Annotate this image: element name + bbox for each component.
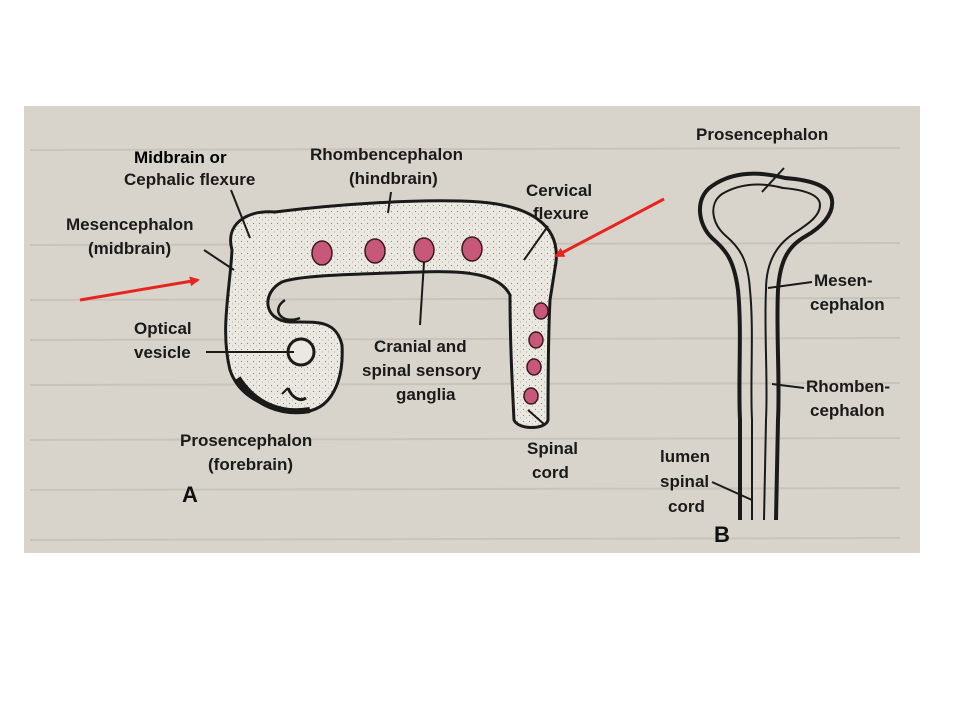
scan-background	[24, 106, 920, 553]
label-spinal-sensory: spinal sensory	[362, 361, 482, 380]
cranial-ganglia	[311, 236, 483, 266]
ganglion	[311, 240, 333, 266]
panel-a-drawing	[203, 189, 558, 429]
ganglion	[533, 302, 549, 320]
label-vesicle: vesicle	[134, 343, 191, 362]
panel-b-leader-lines	[711, 167, 813, 501]
label-optical: Optical	[134, 319, 192, 338]
label-mesencephalon: Mesencephalon	[66, 215, 194, 234]
label-cervical: Cervical	[526, 181, 592, 200]
label-ganglia: ganglia	[396, 385, 456, 404]
label-flexure: flexure	[533, 204, 589, 223]
label-lumen-cord: cord	[668, 497, 705, 516]
panel-letter-a: A	[182, 482, 198, 507]
label-cephalic-flexure: Cephalic flexure	[124, 170, 255, 189]
label-mesen: Mesen-	[814, 271, 873, 290]
label-prosencephalon-a: Prosencephalon	[180, 431, 312, 450]
label-rhombencephalon: Rhombencephalon	[310, 145, 463, 164]
ganglion	[526, 358, 542, 376]
label-hindbrain: (hindbrain)	[349, 169, 438, 188]
ganglion	[413, 237, 435, 263]
label-lumen-spinal: spinal	[660, 472, 709, 491]
panel-a-leader-lines	[203, 189, 549, 426]
label-mesen-cephalon: cephalon	[810, 295, 885, 314]
neural-tube-inner	[712, 183, 822, 521]
label-lumen: lumen	[660, 447, 710, 466]
panel-b-labels: Prosencephalon Mesen- cephalon Rhomben- …	[660, 125, 890, 547]
optic-loop	[277, 298, 301, 321]
spinal-ganglia	[523, 302, 549, 405]
neural-tube-outer	[697, 171, 835, 521]
panel-letter-b: B	[714, 522, 730, 547]
label-midbrain: (midbrain)	[88, 239, 171, 258]
ganglion	[528, 331, 544, 349]
red-arrow-right	[554, 197, 665, 258]
ganglion	[523, 387, 539, 405]
label-cord: cord	[532, 463, 569, 482]
overlay-midbrain-label: Midbrain or	[134, 148, 227, 167]
label-spinal: Spinal	[527, 439, 578, 458]
panel-b-drawing	[697, 167, 835, 521]
label-forebrain: (forebrain)	[208, 455, 293, 474]
label-rhomben-cephalon: cephalon	[810, 401, 885, 420]
label-prosencephalon-b: Prosencephalon	[696, 125, 828, 144]
ganglion	[461, 236, 483, 262]
label-rhomben: Rhomben-	[806, 377, 890, 396]
ganglion	[364, 238, 386, 264]
red-arrow-left	[79, 276, 200, 302]
forebrain-edge	[235, 376, 311, 415]
label-cranial: Cranial and	[374, 337, 467, 356]
panel-a-labels: Cephalic flexure Rhombencephalon (hindbr…	[66, 145, 592, 507]
